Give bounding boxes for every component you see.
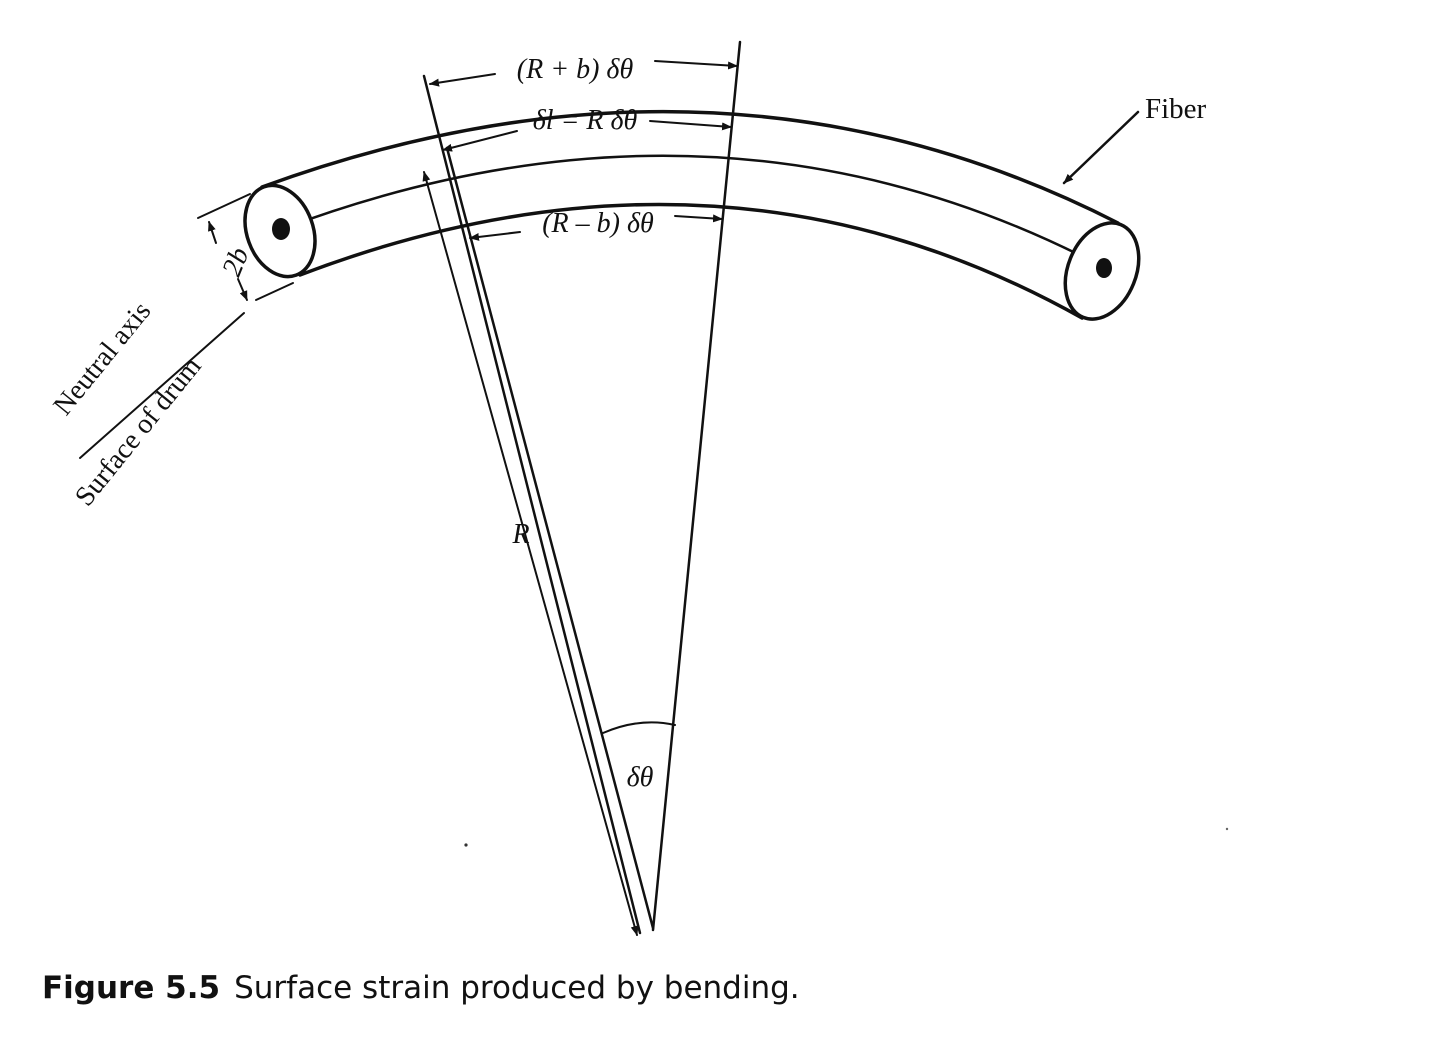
diameter-arrow-down <box>237 278 248 301</box>
fiber-label: Fiber <box>1145 93 1207 125</box>
fiber-right-core <box>1096 258 1112 278</box>
top-arc-arrow-right <box>654 60 738 70</box>
diameter-arrow-up <box>208 221 217 244</box>
mid-arc-label: δl = R δθ <box>533 105 638 136</box>
radius-arrow <box>422 171 639 936</box>
radial-line-right <box>651 40 742 932</box>
speck <box>1225 827 1229 831</box>
diameter-extension-top <box>197 193 251 219</box>
diameter-label: 2b <box>216 243 255 281</box>
diameter-extension-bottom <box>255 282 294 301</box>
bottom-arc-arrow-left <box>469 231 521 241</box>
neutral-axis-label: Neutral axis <box>48 296 158 421</box>
radial-line-left-inner <box>445 146 655 930</box>
bottom-arc-arrow-right <box>674 214 723 223</box>
mid-arc-arrow-left <box>442 130 518 152</box>
caption-text: Surface strain produced by bending. <box>234 970 800 1006</box>
fiber-pointer-arrow <box>1062 110 1140 185</box>
fiber-neutral-axis-line <box>280 154 1107 270</box>
fiber-inner-edge <box>298 202 1084 320</box>
drum-surface-line <box>79 312 245 459</box>
bottom-arc-label: (R – b) δθ <box>542 208 654 239</box>
radius-label: R <box>511 519 529 550</box>
figure-caption: Figure 5.5 Surface strain produced by ben… <box>42 970 800 1006</box>
fiber-left-core <box>272 218 290 240</box>
top-arc-label: (R + b) δθ <box>517 54 634 85</box>
angle-arc <box>602 721 676 734</box>
speck <box>464 843 468 847</box>
mid-arc-arrow-right <box>649 120 732 131</box>
figure-number: Figure 5.5 <box>42 970 221 1006</box>
top-arc-arrow-left <box>429 73 496 87</box>
fiber-outer-edge <box>260 109 1120 225</box>
angle-label: δθ <box>627 762 654 793</box>
